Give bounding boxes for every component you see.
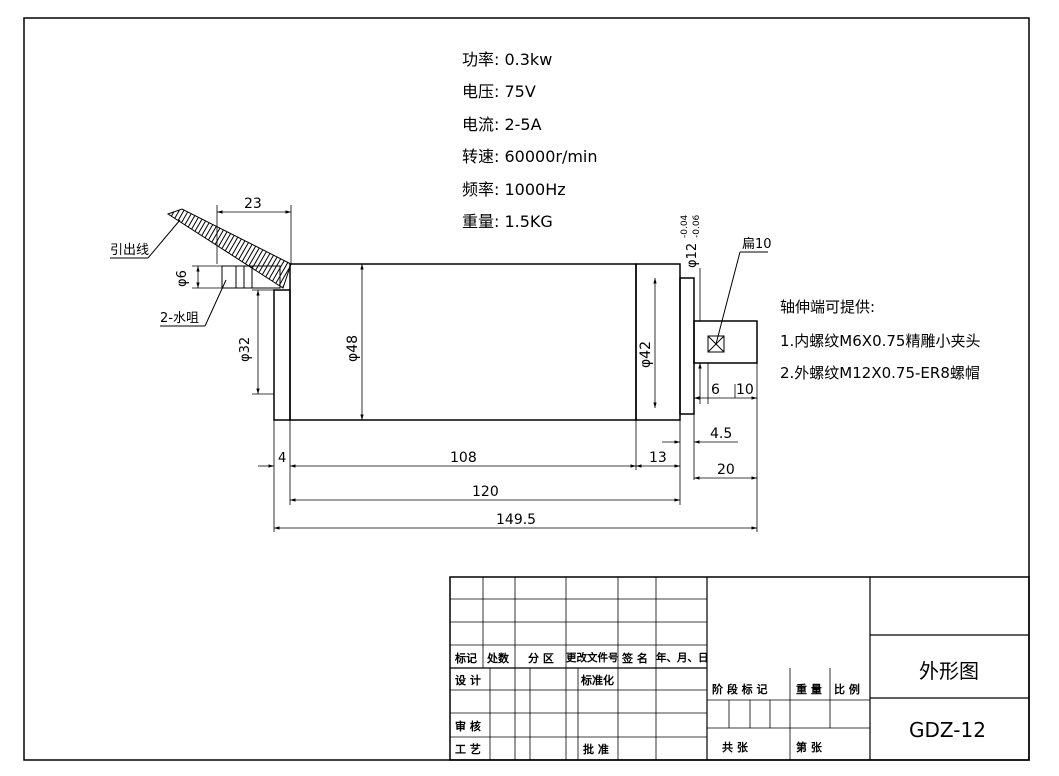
tb-mark: 标记: [455, 652, 477, 665]
tb-drawing-code: GDZ-12: [909, 718, 986, 742]
lead-wire-label: 引出线: [110, 243, 149, 258]
spec-frequency: 频率: 1000Hz: [462, 180, 566, 199]
tb-stage-mark: 阶 段 标 记: [712, 683, 768, 696]
flat-label: 扁10: [742, 237, 772, 252]
dim-120: 120: [472, 484, 499, 500]
dim-13: 13: [649, 450, 667, 466]
rear-cap: [273, 289, 291, 421]
dim-phi32: φ32: [238, 337, 253, 362]
spec-current: 电流: 2-5A: [462, 115, 542, 134]
title-block: [449, 576, 1030, 761]
tb-total-sheets: 共 张: [722, 741, 748, 754]
shaft-notes-item2: 2.外螺纹M12X0.75-ER8螺帽: [780, 364, 980, 382]
tb-sheet-no: 第 张: [796, 741, 822, 754]
water-nozzle-label: 2-水咀: [160, 311, 199, 326]
tb-count: 处数: [487, 652, 509, 665]
tb-design: 设 计: [455, 674, 481, 687]
water-nozzle: [221, 265, 281, 289]
tb-drawing-name: 外形图: [919, 659, 979, 683]
shaft-collar: [679, 277, 695, 415]
shaft-notes-item1: 1.内螺纹M6X0.75精雕小夹头: [780, 332, 981, 350]
tb-weight: 重 量: [796, 683, 822, 696]
spec-voltage: 电压: 75V: [462, 82, 536, 101]
tb-zone: 分 区: [528, 652, 554, 665]
tb-scale: 比 例: [834, 683, 860, 696]
dim-20: 20: [717, 462, 735, 478]
dim-23: 23: [244, 196, 262, 212]
shaft: [693, 320, 758, 364]
dim-tol-lower: -0.06: [692, 214, 702, 238]
tb-standardize: 标准化: [581, 674, 614, 687]
dim-10: 10: [736, 382, 754, 398]
tb-change-doc: 更改文件号: [566, 652, 619, 664]
motor-body: [289, 263, 637, 421]
spec-power: 功率: 0.3kw: [462, 50, 553, 69]
tb-signature: 签 名: [622, 652, 648, 665]
dim-149-5: 149.5: [496, 512, 536, 528]
spec-weight: 重量: 1.5KG: [462, 212, 553, 231]
dim-4-5: 4.5: [710, 426, 732, 442]
dim-6: 6: [711, 382, 720, 398]
tb-review: 审 核: [455, 720, 481, 733]
dim-phi42: φ42: [638, 341, 654, 368]
tb-process: 工 艺: [455, 743, 481, 756]
dim-phi48: φ48: [345, 335, 361, 362]
dim-tol-upper: -0.04: [680, 214, 690, 238]
shaft-notes-heading: 轴伸端可提供:: [780, 298, 876, 316]
tb-approve: 批 准: [583, 743, 609, 756]
dim-phi6: φ6: [175, 270, 190, 287]
spec-speed: 转速: 60000r/min: [462, 147, 598, 166]
dim-phi12: φ12: [685, 243, 700, 268]
tb-date: 年、月、日: [656, 652, 709, 664]
flat-symbol: [707, 335, 725, 353]
dim-4: 4: [278, 451, 286, 466]
dim-108: 108: [450, 450, 477, 466]
